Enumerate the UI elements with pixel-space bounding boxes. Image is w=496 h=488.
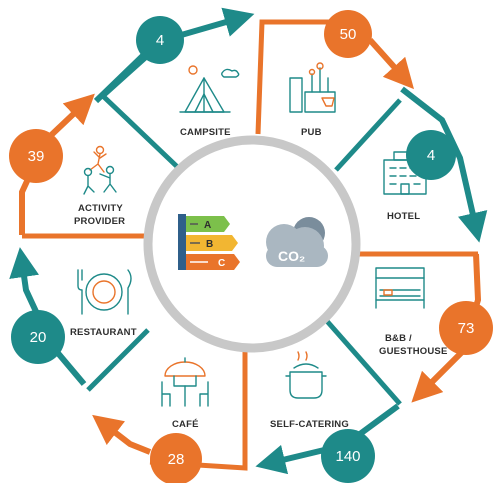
tent-icon [179,65,240,113]
label-restaurant: RESTAURANT [70,327,137,338]
badge-activity: 39 [9,129,63,183]
spoke-pub [255,19,338,135]
arc-arrow-cafe [92,414,152,455]
badge-hotel: 4 [406,130,456,180]
count-cafe: 28 [168,451,185,468]
rating-bar-a [186,216,230,232]
badge-bnb: 73 [439,301,493,355]
beer-tap-icon [289,62,336,113]
label-bnb-line1: B&B / [385,333,412,344]
center-circle [143,135,361,353]
label-selfcatering: SELF-CATERING [270,419,349,430]
spoke-restaurant [86,328,150,392]
label-pub: PUB [301,127,322,138]
climbers-icon [83,145,117,195]
rating-bar-b [186,235,238,251]
energy-rating-icon: A B C [178,214,240,270]
plate-cutlery-icon [77,269,132,315]
badge-restaurant: 20 [11,310,65,364]
spoke-hotel [334,98,402,172]
co2-cloud-icon: CO₂ [266,217,328,267]
count-selfcatering: 140 [335,448,360,465]
arc-arrow-hotel [400,86,488,243]
count-hotel: 4 [427,147,435,164]
badge-pub: 50 [324,10,372,58]
cooking-pot-icon [285,351,327,399]
count-pub: 50 [340,26,357,43]
label-activity-line2: PROVIDER [74,216,125,227]
label-hotel: HOTEL [387,211,420,222]
count-campsite: 4 [156,32,164,49]
badge-cafe: 28 [150,433,202,485]
rating-label-a: A [204,220,211,231]
co2-label: CO₂ [278,248,305,264]
rating-label-c: C [218,258,225,269]
arc-arrow-pub [367,37,415,90]
label-cafe: CAFÉ [172,419,199,430]
badge-campsite: 4 [136,16,184,64]
count-activity: 39 [28,148,45,165]
count-bnb: 73 [458,320,475,337]
rating-label-b: B [206,239,213,250]
label-bnb-line2: GUESTHOUSE [379,346,448,357]
badge-selfcatering: 140 [321,429,375,483]
label-activity-line1: ACTIVITY [78,203,123,214]
spoke-campsite [99,50,191,180]
bed-icon [375,267,425,309]
rating-bar-c [186,254,240,270]
label-campsite: CAMPSITE [180,127,231,138]
count-restaurant: 20 [30,329,47,346]
spoke-selfcatering [324,318,402,406]
cafe-table-icon [161,357,209,407]
